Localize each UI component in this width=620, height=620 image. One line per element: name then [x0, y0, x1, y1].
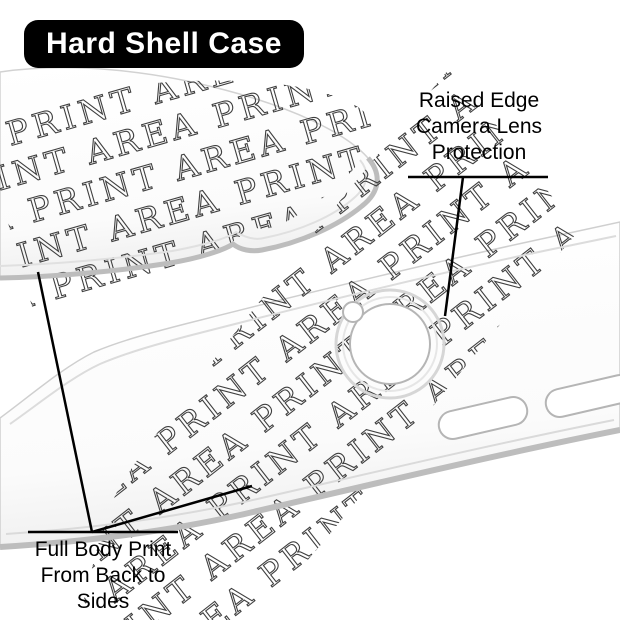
- print-callout-line-left: [36, 271, 94, 533]
- camera-notch-cutout: [342, 301, 364, 323]
- title-badge: Hard Shell Case: [24, 20, 304, 68]
- camera-raised-edge-inner-ring: [342, 296, 438, 392]
- main-case-bottom-edge-shading: [0, 427, 620, 550]
- camera-callout-line: [443, 176, 465, 317]
- title-badge-label: Hard Shell Case: [46, 27, 282, 60]
- camera-raised-edge-ring: [334, 288, 446, 400]
- full-body-print-label: Full Body Print From Back to Sides: [34, 538, 172, 613]
- callout-lines: [28, 175, 548, 534]
- camera-protection-label: Raised Edge Camera Lens Protection: [415, 89, 543, 164]
- print-callout-line-right: [91, 484, 253, 534]
- port-slot-1: [437, 396, 529, 440]
- port-slot-2: [544, 374, 620, 418]
- upper-case-edge-shading: [0, 156, 380, 281]
- camera-lens-cutout: [349, 303, 431, 385]
- main-case-top-lip: [9, 235, 617, 425]
- upper-case-inner-lip: [0, 159, 368, 267]
